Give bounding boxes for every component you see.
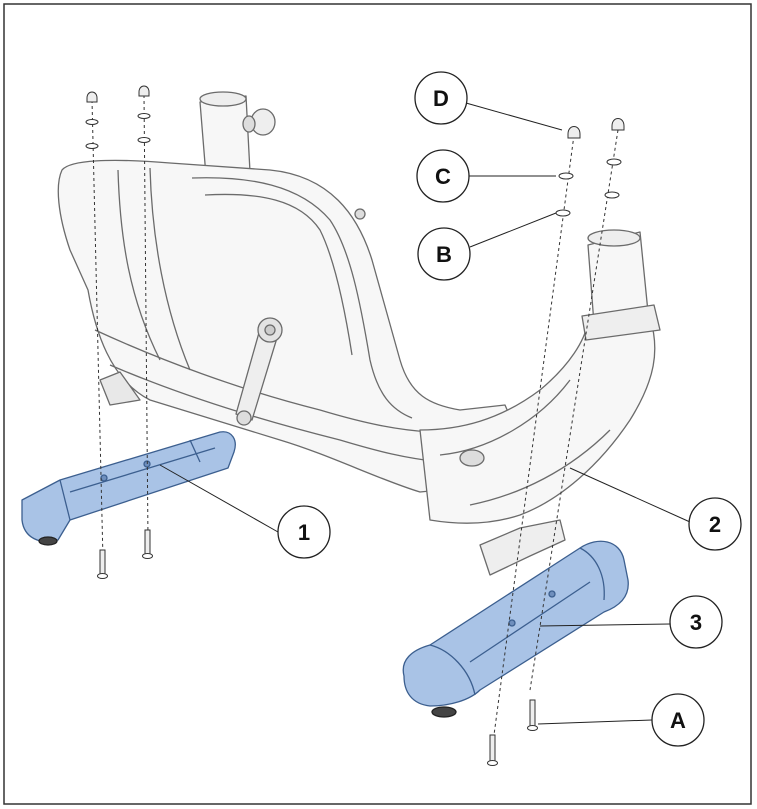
acorn-nut-icon [611,118,625,131]
washer-icon [604,191,620,199]
svg-text:B: B [436,242,452,267]
front-stabilizer-icon [21,431,236,546]
washer-icon [85,143,99,149]
callout-B: B [417,227,471,281]
bolt-icon [142,529,153,559]
washer-icon [137,113,151,119]
bolt-icon [527,699,538,731]
assembly-guide-lines [91,94,619,751]
washer-icon [606,158,622,166]
hardware [85,85,625,766]
svg-text:D: D [433,86,449,111]
callout-leaders [159,102,691,725]
callout-1: 1 [277,505,331,559]
bolt-icon [97,549,108,579]
callout-2: 2 [688,497,742,551]
acorn-nut-icon [138,85,150,97]
washer-icon [137,137,151,143]
svg-text:A: A [670,708,686,733]
acorn-nut-icon [86,91,98,103]
bolt-icon [487,734,498,766]
washer-icon [558,172,574,180]
svg-text:2: 2 [709,512,721,537]
washer-icon [85,119,99,125]
bike-frame-icon [57,91,661,576]
svg-text:1: 1 [298,520,310,545]
callout-C: C [416,149,470,203]
figure-border [3,3,752,805]
svg-text:3: 3 [690,610,702,635]
callout-D: D [414,71,468,125]
callout-3: 3 [669,595,723,649]
callout-A: A [651,693,705,747]
svg-text:C: C [435,164,451,189]
rear-stabilizer-icon [402,540,629,718]
washer-icon [555,209,571,217]
acorn-nut-icon [567,126,581,139]
